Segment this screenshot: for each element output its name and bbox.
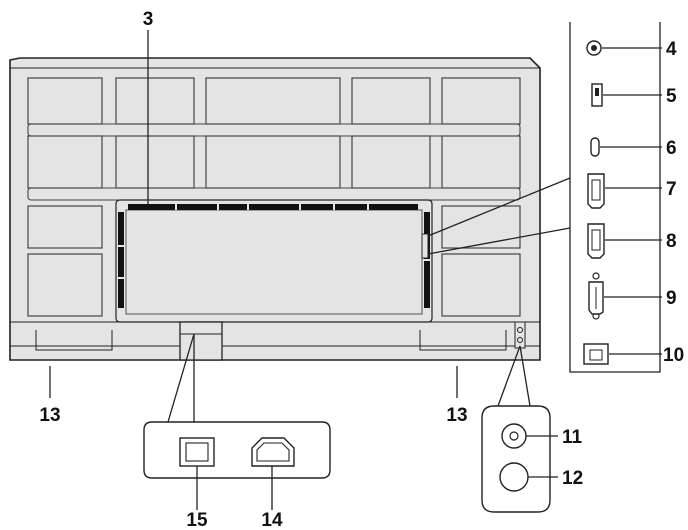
rib-upper: [27, 123, 521, 137]
center-back-cover: [115, 199, 433, 323]
callout-7: 7: [666, 179, 677, 200]
callout-15: 15: [186, 510, 208, 530]
usb-c-port-icon: [590, 137, 600, 157]
hdmi-port-1-icon: [587, 173, 605, 209]
callout-3: 3: [143, 9, 154, 30]
rib-lower: [27, 187, 521, 201]
power-detail-box: [143, 421, 331, 479]
dsub-port-icon: [588, 272, 604, 320]
vent-left: [118, 212, 124, 308]
callout-4: 4: [666, 39, 677, 60]
callout-11: 11: [562, 427, 583, 448]
side-terminal-marker: [421, 233, 429, 259]
callout-13-right: 13: [446, 405, 467, 426]
ac-inlet-icon: [251, 437, 295, 467]
callout-13-left: 13: [39, 405, 60, 426]
callout-5: 5: [666, 86, 677, 107]
left-foot: [35, 330, 113, 351]
hdmi-port-2-icon: [587, 223, 605, 259]
av-detail-box: [481, 405, 551, 513]
panel-row-middle: [27, 135, 521, 189]
lan-port-icon: [583, 343, 609, 365]
callout-14: 14: [261, 510, 283, 530]
callout-8: 8: [666, 231, 677, 252]
callout-10: 10: [663, 345, 684, 366]
av-detail-panel: [481, 345, 558, 513]
monitor-rear: [9, 57, 541, 361]
vent-right: [424, 212, 430, 308]
av-jacks-on-body: [514, 321, 526, 349]
audio-jack-lower-icon: [499, 462, 529, 492]
panel-row-lower: [27, 205, 521, 317]
callout-9: 9: [666, 288, 677, 309]
vent-top: [128, 204, 418, 210]
power-housing: [179, 321, 223, 361]
panel-row-top: [27, 77, 521, 125]
side-terminal-panel: [427, 22, 662, 373]
right-foot: [419, 330, 507, 351]
headphone-jack-center: [591, 45, 597, 51]
callout-12: 12: [562, 468, 583, 489]
power-detail-panel: [143, 333, 331, 510]
callout-6: 6: [666, 138, 677, 159]
